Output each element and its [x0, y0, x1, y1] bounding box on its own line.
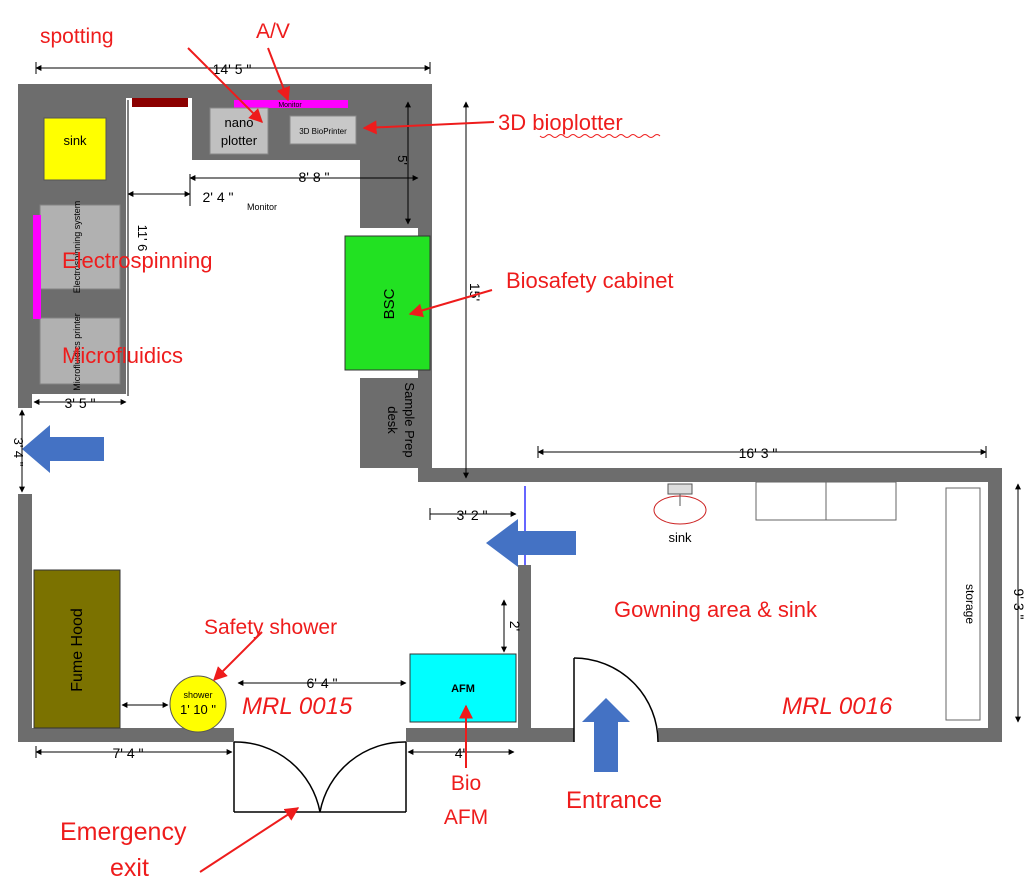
wall-bottom-a [18, 728, 234, 742]
dim-six-four: 6' 4 " [307, 675, 338, 691]
wall-partition [518, 565, 531, 742]
dimension-lines [19, 62, 1021, 758]
dim-top-width: 14' 5 " [213, 61, 252, 77]
annotation-bioplotter: 3D bioplotter [498, 110, 623, 135]
bsc-label: BSC [381, 288, 398, 319]
safety-shower [169, 675, 227, 733]
annotation-arrows [187, 47, 495, 873]
annotation-emergency-exit-1: Emergency [60, 818, 187, 846]
nano-plotter-label-2: plotter [221, 133, 258, 148]
top-monitor-label: Monitor [278, 102, 302, 109]
fume-hood-label: Fume Hood [69, 608, 86, 692]
dim-four: 4' [455, 745, 465, 761]
annotation-biosafety-cabinet: Biosafety cabinet [506, 268, 674, 293]
dim-two: 2' [507, 621, 523, 631]
dim-three-five: 3' 5 " [65, 395, 96, 411]
bsc-cabinet [344, 235, 431, 371]
dim-three-two: 3' 2 " [457, 507, 488, 523]
annotation-bio-afm-1: Bio [451, 772, 481, 795]
wall-top-room2 [418, 468, 1002, 482]
fume-hood [33, 569, 121, 729]
annotation-entrance: Entrance [566, 787, 662, 814]
exit-arrow-left [22, 425, 104, 473]
sample-prep-label-1: Sample Prep [402, 382, 417, 457]
nano-plotter-label-1: nano [225, 115, 254, 130]
dim-seven-four: 7' 4 " [113, 745, 144, 761]
dim-eight-eight: 8' 8 " [299, 169, 330, 185]
wall-right-room2 [988, 468, 1002, 742]
walls [18, 84, 1002, 742]
storage-label: storage [963, 584, 977, 624]
microfluidics-printer-label: Microfluidics printer [72, 313, 82, 391]
dim-right-height: 15' [467, 283, 483, 301]
side-monitor [33, 215, 41, 319]
wall-left-lower [18, 494, 32, 742]
top-monitor [234, 100, 348, 108]
dim-sixteen-three: 16' 3 " [739, 445, 778, 461]
dim-two-four: 2' 4 " [203, 189, 234, 205]
side-monitor-label: Monitor [247, 202, 277, 212]
annotation-electrospinning: Electrospinning [62, 248, 212, 273]
annotation-spotting: spotting [40, 25, 114, 48]
annotation-safety-shower: Safety shower [204, 616, 337, 639]
sink-label: sink [63, 133, 87, 148]
wall-bottom-c [658, 728, 1002, 742]
annotation-av: A/V [256, 20, 290, 43]
wall-bottom-b [406, 728, 574, 742]
dim-three-four: 3' 4 " [11, 438, 26, 467]
entrance-door [573, 657, 659, 743]
annotation-gowning-area: Gowning area & sink [614, 597, 818, 622]
right-cabinet-upper [360, 160, 418, 228]
shower-label: shower [183, 690, 212, 700]
sink-unit [43, 117, 107, 181]
counter-box-2 [825, 481, 897, 521]
sink-2-faucet [667, 483, 693, 495]
wall-left-upper [18, 84, 32, 408]
dim-one-ten: 1' 10 " [180, 702, 216, 717]
passage-arrow-left [486, 519, 576, 567]
storage-unit [945, 487, 981, 721]
sample-prep-label-2: desk [385, 406, 400, 434]
dim-eleven: 11' 6 [135, 225, 150, 252]
sample-prep-desk [360, 378, 418, 468]
bioplotter-spellcheck-underline [539, 134, 661, 138]
counter-box-1 [755, 481, 827, 521]
dim-five: 5' [395, 155, 410, 165]
bioprinter [289, 115, 357, 145]
dim-nine-three: 9' 3 " [1011, 589, 1027, 620]
electrospinning-system-label: Electrospinning system [72, 201, 82, 294]
microfluidics-printer [39, 317, 121, 385]
emergency-double-door [233, 741, 407, 813]
bioprinter-label: 3D BioPrinter [299, 127, 347, 136]
room-label-mrl-0015: MRL 0015 [242, 693, 353, 720]
room-label-mrl-0016: MRL 0016 [782, 693, 893, 720]
top-left-bar [132, 98, 188, 107]
wall-top [18, 84, 432, 98]
sink-2-label: sink [668, 530, 692, 545]
entrance-arrow-up [582, 698, 630, 772]
annotation-bio-afm-2: AFM [444, 806, 488, 829]
annotation-microfluidics: Microfluidics [62, 343, 183, 368]
afm-label: AFM [451, 683, 475, 695]
annotation-emergency-exit-2: exit [110, 854, 149, 882]
